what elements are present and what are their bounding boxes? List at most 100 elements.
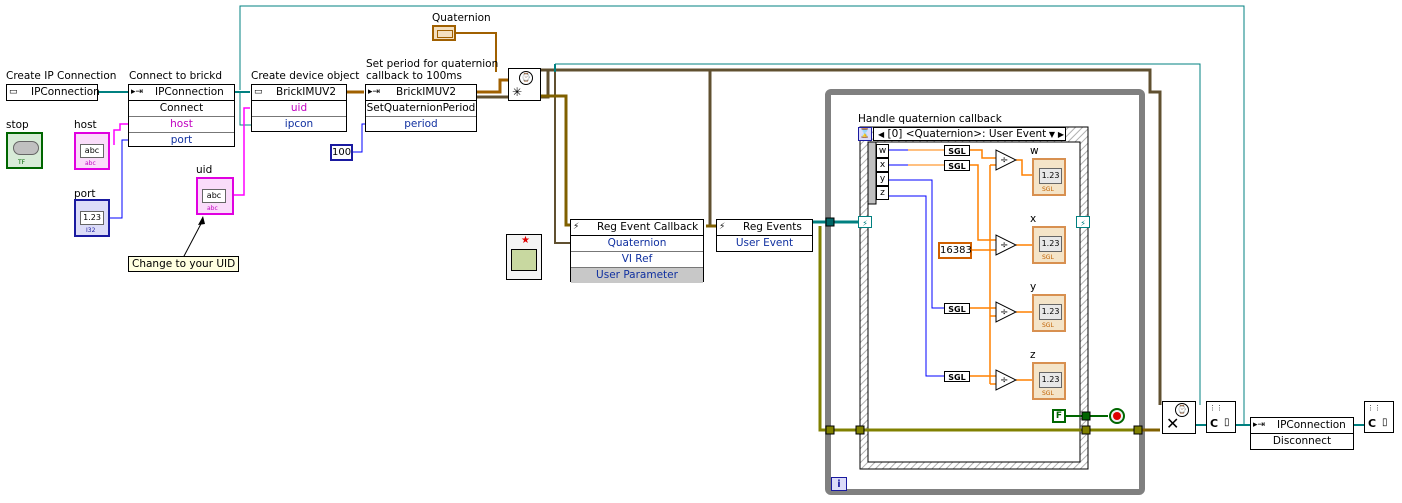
close-device-node[interactable]: ⋮⋮ C ▯ [1364, 401, 1394, 433]
event-output-x[interactable]: x [876, 158, 889, 172]
setperiod-period-row: period [404, 118, 438, 130]
ipconnection-disconnect-node[interactable]: ▸⇥ IPConnection Disconnect [1250, 417, 1354, 450]
imu-uid-row: uid [252, 101, 346, 117]
sparkle-icon: ✳ [512, 85, 523, 99]
ipconnection-create-node[interactable]: ▭ IPConnection [6, 84, 100, 101]
event-icon: ⌚ [519, 71, 533, 85]
label-set-period-1: Set period for quaternion [366, 58, 499, 70]
svg-text:÷: ÷ [1000, 240, 1008, 251]
host-type-tag: abc [85, 160, 96, 167]
prev-case-icon[interactable]: ◀ [878, 130, 885, 139]
svg-text:÷: ÷ [1000, 155, 1008, 166]
reg-events-userevent-row[interactable]: User Event [735, 237, 794, 249]
label-create-device: Create device object [251, 70, 360, 82]
label-stop: stop [6, 119, 29, 131]
event-case-label: [0] <Quaternion>: User Event [887, 128, 1047, 140]
callback-vi-reference[interactable]: ★ [506, 234, 542, 280]
port-type-tag: I32 [86, 227, 96, 234]
while-loop-frame [825, 89, 1145, 495]
indicator-x-type: SGL [1042, 254, 1054, 261]
label-set-period-2: callback to 100ms [366, 70, 462, 82]
timeout-hourglass-icon[interactable]: ⌛ [858, 127, 872, 141]
uid-control[interactable]: abc abc [196, 177, 234, 215]
ipconnection-create-title: IPConnection [31, 86, 100, 98]
event-output-w[interactable]: w [876, 144, 889, 158]
cluster-icon [437, 30, 453, 38]
false-constant[interactable]: F [1052, 409, 1066, 423]
close-ipconnection-node[interactable]: ⋮⋮ C ▯ [1206, 401, 1236, 433]
document-icon: ▯ [1382, 417, 1388, 428]
indicator-z-display: 1.23 [1039, 372, 1062, 388]
event-icon: ⚡ [719, 222, 726, 232]
divisor-constant[interactable]: 16383 [938, 242, 972, 259]
event-output-y[interactable]: y [876, 172, 889, 186]
brickimuv2-setperiod-node[interactable]: ▸⇥ BrickIMUV2 SetQuaternionPeriod period [365, 84, 477, 132]
host-string-display: abc [80, 144, 104, 158]
connect-method-row: Connect [129, 101, 234, 117]
event-output-z[interactable]: z [876, 186, 889, 200]
disconnect-method-row: Disconnect [1272, 435, 1332, 447]
ipconnection-connect-title: IPConnection [155, 86, 224, 98]
event-case-selector[interactable]: ◀ [0] <Quaternion>: User Event ▼ ▶ [873, 127, 1066, 141]
indicator-x-label: x [1030, 213, 1037, 225]
uid-type-tag: abc [207, 205, 218, 212]
stop-type-tag: TF [18, 159, 26, 166]
brickimuv2-create-node[interactable]: ▭ BrickIMUV2 uid ipcon [251, 84, 347, 132]
quaternion-cluster-constant[interactable] [432, 25, 456, 41]
indicator-w-label: w [1030, 145, 1039, 157]
to-sgl-z[interactable]: SGL [944, 371, 970, 382]
indicator-y[interactable]: 1.23 SGL [1032, 294, 1066, 332]
reg-event-callback-node[interactable]: ⚡ Reg Event Callback Quaternion VI Ref U… [570, 219, 704, 283]
indicator-x[interactable]: 1.23 SGL [1032, 226, 1066, 264]
ipconnection-connect-node[interactable]: ▸⇥ IPConnection Connect host port [128, 84, 235, 147]
label-create-ip: Create IP Connection [6, 70, 117, 82]
dynamic-event-terminal-right[interactable]: ⚡ [1076, 216, 1090, 228]
destroy-user-event-node[interactable]: ⌚ ✕ [1162, 401, 1196, 434]
document-icon: ▯ [1224, 417, 1230, 428]
vi-icon [511, 249, 537, 271]
close-c-label: C [1210, 417, 1219, 430]
event-icon: ⌚ [1175, 403, 1189, 417]
to-sgl-x[interactable]: SGL [944, 160, 970, 171]
svg-text:÷: ÷ [1000, 307, 1008, 318]
reg-callback-quaternion-row[interactable]: Quaternion [571, 236, 703, 252]
indicator-z-type: SGL [1042, 390, 1054, 397]
close-x-icon: ✕ [1166, 414, 1180, 433]
to-sgl-w[interactable]: SGL [944, 145, 970, 156]
create-user-event-node[interactable]: ⌚ ✳ [508, 68, 541, 101]
label-quaternion: Quaternion [432, 12, 491, 24]
loop-iteration-terminal: i [831, 477, 847, 491]
next-case-icon[interactable]: ▶ [1057, 130, 1064, 139]
setperiod-method-row: SetQuaternionPeriod [366, 101, 476, 117]
svg-text:÷: ÷ [1000, 375, 1008, 386]
port-control[interactable]: 1.23 I32 [74, 199, 110, 237]
stop-control[interactable]: TF [6, 132, 43, 169]
indicator-z[interactable]: 1.23 SGL [1032, 362, 1066, 400]
indicator-y-display: 1.23 [1039, 304, 1062, 320]
to-sgl-y[interactable]: SGL [944, 303, 970, 314]
indicator-y-label: y [1030, 281, 1037, 293]
brickimuv2-create-title: BrickIMUV2 [276, 86, 336, 98]
folder-icon: ▭ [254, 87, 263, 97]
host-control[interactable]: abc abc [74, 132, 110, 170]
connect-host-row: host [129, 117, 234, 133]
reg-callback-userparam-row: User Parameter [571, 268, 703, 283]
label-uid: uid [196, 164, 213, 176]
period-constant[interactable]: 100 [330, 144, 353, 161]
reg-events-node[interactable]: ⚡ Reg Events User Event [716, 219, 813, 252]
dropdown-icon[interactable]: ▼ [1048, 130, 1055, 139]
label-host: host [74, 119, 97, 131]
invoke-arrow-icon: ▸⇥ [131, 87, 144, 97]
port-numeric-display: 1.23 [80, 211, 104, 225]
uid-tooltip: Change to your UID [128, 256, 240, 272]
indicator-w-type: SGL [1042, 186, 1054, 193]
toggle-icon [13, 141, 39, 155]
dynamic-event-terminal-left[interactable]: ⚡ [858, 216, 872, 228]
connect-port-row: port [170, 134, 193, 146]
uid-string-display: abc [202, 189, 226, 203]
close-c-label: C [1368, 417, 1377, 430]
brickimuv2-setperiod-title: BrickIMUV2 [396, 86, 456, 98]
indicator-w[interactable]: 1.23 SGL [1032, 158, 1066, 196]
label-connect-brickd: Connect to brickd [129, 70, 223, 82]
